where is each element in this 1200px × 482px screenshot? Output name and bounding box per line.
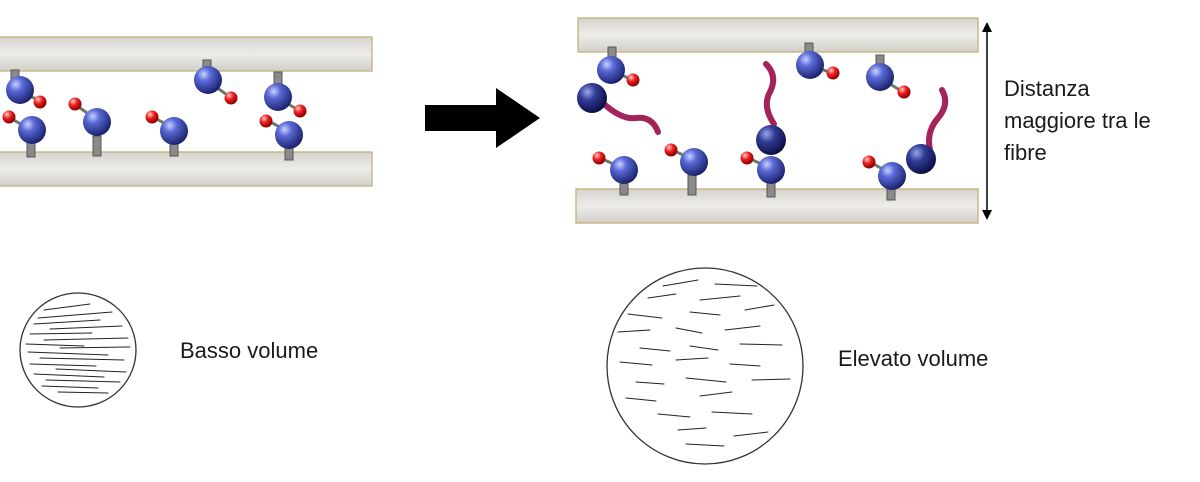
distance-double-arrow [982,22,992,220]
low-volume-circle [19,292,137,408]
molecule [264,71,307,118]
transition-arrow [425,88,540,148]
right-bottom-fiber [575,188,979,224]
molecule [862,155,906,201]
right-top-fiber [577,17,979,53]
molecule [866,54,911,99]
distance-label-line-2: maggiore tra le [1004,108,1151,133]
low-volume-label: Basso volume [180,338,319,363]
molecule [194,59,238,105]
high-volume-label: Elevato volume [838,346,989,371]
left-fiber-panel [0,36,373,187]
molecule [68,97,111,157]
molecule [145,110,188,157]
high-volume-circle [606,267,804,465]
spacer-molecule [906,87,949,174]
distance-label-line-1: Distanza [1004,76,1090,101]
molecule [796,42,840,80]
left-top-fiber [0,36,373,72]
right-molecules [577,42,949,201]
molecule [664,143,708,196]
molecule [740,151,785,198]
distance-label-line-3: fibre [1004,140,1047,165]
spacer-molecule [577,83,661,135]
right-fiber-panel [575,17,979,224]
molecule [597,46,640,87]
molecule [259,114,303,161]
left-bottom-fiber [0,151,373,187]
spacer-molecule [756,61,786,155]
distance-label: Distanza maggiore tra le fibre [1004,73,1151,169]
molecule [6,69,47,109]
left-molecules [2,59,307,161]
molecule [2,110,46,158]
molecule [592,151,638,196]
